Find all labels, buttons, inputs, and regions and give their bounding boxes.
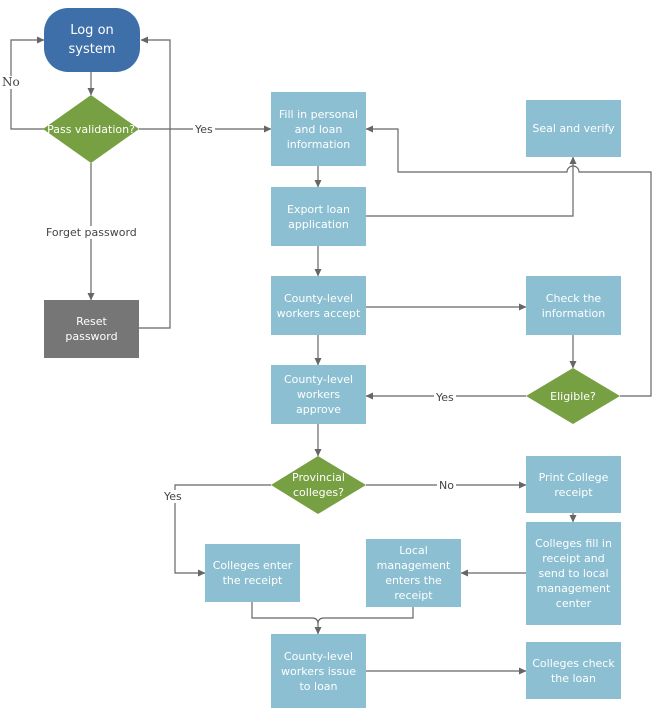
check-info-box — [526, 276, 621, 335]
fill-info-box — [271, 92, 366, 166]
edge-eligible-no-to-fill — [365, 125, 652, 397]
edge-label-yes-eligible: Yes — [434, 391, 456, 404]
provincial-decision — [271, 456, 366, 514]
county-issue-box — [271, 634, 366, 708]
seal-verify-label: Seal and verify — [532, 122, 615, 135]
edge-label-yes-provincial: Yes — [162, 490, 184, 503]
eligible-decision — [526, 368, 620, 424]
export-loan-box — [271, 187, 366, 246]
edge-label-forget-password: Forget password — [44, 226, 139, 239]
colleges-fill-box — [526, 522, 621, 625]
edge-export-to-seal — [366, 156, 577, 217]
seal-verify-box — [526, 100, 621, 157]
log-on-system-terminal — [44, 8, 140, 72]
edge-label-no-provincial: No — [437, 479, 456, 492]
print-receipt-box — [526, 456, 621, 513]
edge-enter-merge — [251, 602, 319, 625]
county-accept-box — [271, 276, 366, 335]
reset-password-box — [44, 300, 139, 358]
local-mgmt-box — [366, 539, 461, 607]
pass-validation-label: Pass validation? — [47, 122, 135, 136]
eligible-label: Eligible? — [550, 389, 596, 403]
edge-provincial-yes — [174, 484, 271, 577]
edge-local-merge — [314, 607, 414, 635]
edge-label-yes-validation: Yes — [193, 123, 215, 136]
county-approve-box — [271, 365, 366, 424]
edge-label-no-login: No — [0, 75, 22, 89]
colleges-enter-box — [205, 544, 300, 602]
colleges-check-box — [526, 642, 621, 699]
edge-reset-to-login — [139, 36, 171, 329]
pass-validation-decision — [43, 95, 139, 163]
